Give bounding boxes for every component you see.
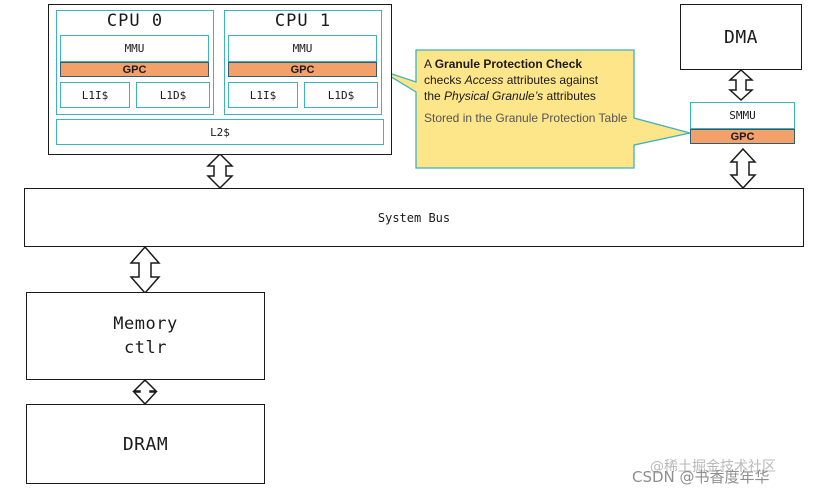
watermark-site: @稀土掘金技术社区 [650,459,776,475]
cpu0-l1i-cache: L1I$ [60,82,130,108]
dma-box: DMA [680,4,802,70]
smmu-gpc: GPC [690,129,795,144]
cpu1-l1d-cache: L1D$ [304,82,378,108]
callout-check-name: Granule Protection Check [434,57,583,71]
dram-box: DRAM [26,404,265,484]
smmu-bus-arrow [729,147,757,190]
smmu-box: SMMU [690,102,795,129]
cpu1-title: CPU 1 [274,11,332,31]
watermark-author: CSDN @书香度年华 [632,468,770,486]
callout-line-2: checks Access attributes against [424,73,599,87]
memory-controller-line1: Memory [113,314,178,334]
bus-memctrl-arrow [129,245,161,295]
l2-cache: L2$ [56,119,384,145]
callout-line-1: A Granule Protection Check [424,57,583,71]
cpu1-l1i-cache: L1I$ [228,82,298,108]
memory-controller: Memory ctlr [26,292,265,380]
callout-bubble [379,49,691,169]
cpu0-mmu: MMU [60,35,209,62]
memctrl-dram-arrow [132,378,158,406]
cluster-bus-arrow [206,152,234,190]
cpu0-title: CPU 0 [106,11,164,31]
cpu0-gpc: GPC [60,62,209,77]
cpu1-mmu: MMU [228,35,377,62]
callout-line-3: the Physical Granule’s attributes [424,89,596,103]
cpu0-l1d-cache: L1D$ [136,82,210,108]
memory-controller-line2: ctlr [124,338,167,358]
gpc-callout-text: A Granule Protection Check checks Access… [424,56,634,126]
cpu1-gpc: GPC [228,62,377,77]
system-bus: System Bus [24,188,804,247]
dma-smmu-arrow [728,68,754,102]
callout-stored-note: Stored in the Granule Protection Table [424,111,628,125]
